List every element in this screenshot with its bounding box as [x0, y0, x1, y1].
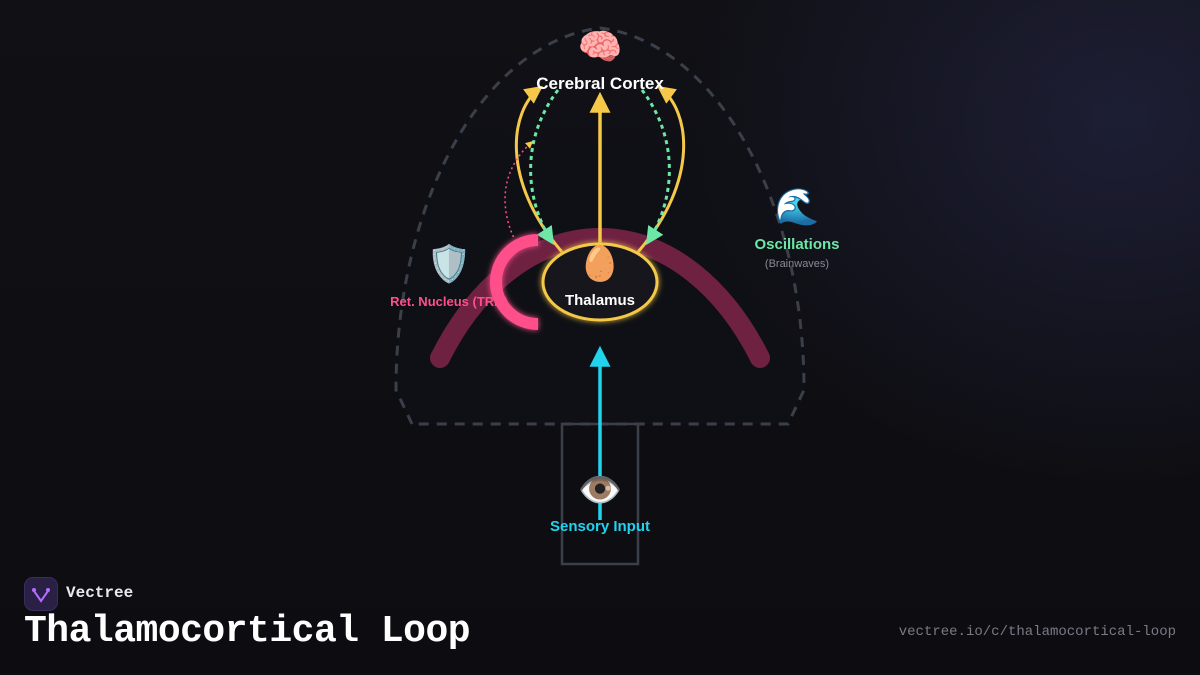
cortex-label: Cerebral Cortex: [536, 74, 664, 93]
page-title: Thalamocortical Loop: [24, 610, 471, 653]
vectree-logo-icon: [24, 577, 58, 611]
brand-name: Vectree: [66, 584, 134, 602]
thalamus-label: Thalamus: [564, 292, 636, 309]
corticothalamic-arrow-right: [640, 89, 671, 246]
thalamus-node: [541, 242, 659, 322]
wave-icon: 🌊: [774, 187, 820, 228]
egg-icon: 🥚: [578, 244, 622, 284]
trn-feedback-arrow: [504, 141, 534, 247]
eye-icon: 👁️: [577, 470, 623, 511]
trn-crescent: [490, 234, 539, 330]
shield-icon: 🛡️: [426, 244, 472, 285]
brain-icon: 🧠: [577, 27, 623, 68]
vectree-logo-mark: [32, 588, 50, 603]
source-url[interactable]: vectree.io/c/thalamocortical-loop: [898, 624, 1176, 640]
oscillations-label: Oscillations: [754, 236, 840, 253]
sensory-label: Sensory Input: [549, 518, 651, 535]
oscillations-sublabel: (Brainwaves): [764, 258, 830, 270]
corticothalamic-arrow-left: [529, 89, 560, 246]
trn-label: Ret. Nucleus (TRN): [390, 294, 508, 309]
